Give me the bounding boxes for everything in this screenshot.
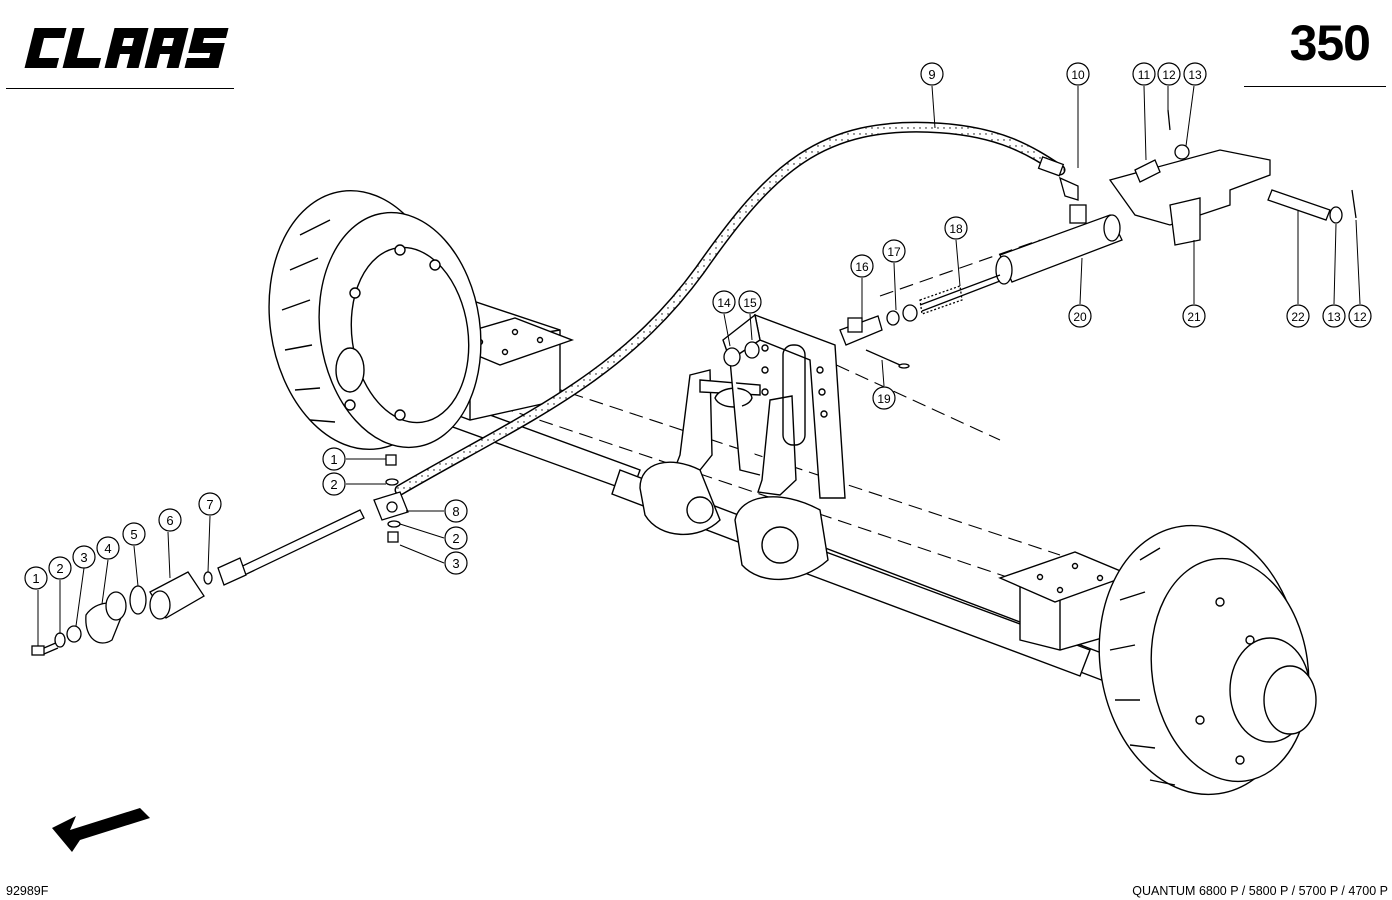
svg-text:10: 10 xyxy=(1071,68,1085,82)
callout-5: 5 xyxy=(122,522,146,546)
callout-7: 7 xyxy=(198,492,222,516)
svg-text:6: 6 xyxy=(166,513,173,528)
arrow-direction-icon xyxy=(52,808,150,852)
callout-19: 19 xyxy=(872,386,896,410)
callout-20: 20 xyxy=(1068,304,1092,328)
left-brake-drum xyxy=(268,189,482,451)
svg-text:22: 22 xyxy=(1291,310,1305,324)
callout-12b: 12 xyxy=(1348,304,1372,328)
svg-text:13: 13 xyxy=(1327,310,1341,324)
callout-1a: 1 xyxy=(24,566,48,590)
callout-13b: 13 xyxy=(1322,304,1346,328)
callout-9: 9 xyxy=(920,62,944,86)
svg-text:12: 12 xyxy=(1353,310,1367,324)
svg-text:18: 18 xyxy=(949,222,963,236)
callout-bubbles: 1 2 3 4 5 6 7 1 2 8 2 3 9 10 11 12 13 14… xyxy=(24,62,1372,590)
callout-11: 11 xyxy=(1132,62,1156,86)
svg-text:2: 2 xyxy=(452,531,459,546)
callout-16: 16 xyxy=(850,254,874,278)
callout-13a: 13 xyxy=(1183,62,1207,86)
header-rule-left xyxy=(6,88,234,89)
callout-3a: 3 xyxy=(72,545,96,569)
callout-10: 10 xyxy=(1066,62,1090,86)
svg-text:19: 19 xyxy=(877,392,891,406)
callout-12a: 12 xyxy=(1157,62,1181,86)
svg-text:15: 15 xyxy=(743,296,757,310)
callout-2c: 2 xyxy=(444,526,468,550)
svg-text:14: 14 xyxy=(717,296,731,310)
callout-2b: 2 xyxy=(322,472,346,496)
claas-logo xyxy=(24,28,229,68)
callout-18: 18 xyxy=(944,216,968,240)
callout-4: 4 xyxy=(96,536,120,560)
callout-3b: 3 xyxy=(444,551,468,575)
svg-text:2: 2 xyxy=(330,477,337,492)
svg-text:3: 3 xyxy=(80,550,87,565)
brake-cylinder-group xyxy=(723,109,1357,369)
callout-2a: 2 xyxy=(48,556,72,580)
svg-text:17: 17 xyxy=(887,245,901,259)
svg-text:11: 11 xyxy=(1138,68,1151,82)
svg-text:5: 5 xyxy=(130,527,137,542)
brake-pipe xyxy=(217,509,365,586)
svg-text:13: 13 xyxy=(1188,68,1202,82)
hydraulic-hose xyxy=(394,121,1066,496)
model-designation: QUANTUM 6800 P / 5800 P / 5700 P / 4700 … xyxy=(1132,884,1388,898)
brake-lever-assembly xyxy=(639,313,846,581)
svg-text:12: 12 xyxy=(1162,68,1176,82)
svg-text:4: 4 xyxy=(104,541,111,556)
svg-text:3: 3 xyxy=(452,556,459,571)
svg-text:2: 2 xyxy=(56,561,63,576)
callout-1b: 1 xyxy=(322,447,346,471)
callout-17: 17 xyxy=(882,239,906,263)
svg-text:8: 8 xyxy=(452,504,459,519)
callout-15: 15 xyxy=(738,290,762,314)
header-rule-right xyxy=(1244,86,1386,87)
svg-text:20: 20 xyxy=(1073,310,1087,324)
drawing-number: 92989F xyxy=(6,884,49,898)
page-number: 350 xyxy=(1289,15,1371,71)
callout-8: 8 xyxy=(444,499,468,523)
right-brake-drum xyxy=(1098,524,1317,796)
svg-text:9: 9 xyxy=(928,67,935,82)
callout-22: 22 xyxy=(1286,304,1310,328)
callout-14: 14 xyxy=(712,290,736,314)
callout-6: 6 xyxy=(158,508,182,532)
callout-leader-lines xyxy=(37,85,1361,646)
callout-21: 21 xyxy=(1182,304,1206,328)
svg-text:1: 1 xyxy=(32,571,39,586)
svg-text:21: 21 xyxy=(1187,310,1201,324)
svg-text:16: 16 xyxy=(855,260,869,274)
svg-text:1: 1 xyxy=(330,452,337,467)
fitting-hardware xyxy=(31,454,409,656)
svg-text:7: 7 xyxy=(206,497,213,512)
